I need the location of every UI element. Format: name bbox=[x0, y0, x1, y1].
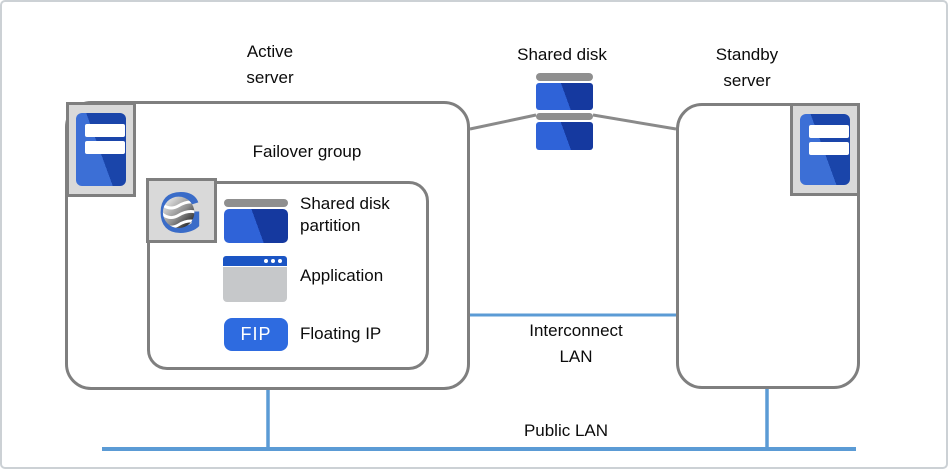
public-lan-label: Public LAN bbox=[523, 421, 609, 440]
floating-ip-label: Floating IP bbox=[300, 324, 382, 343]
server-icon bbox=[66, 102, 136, 197]
interconnect-lan-label: Interconnect LAN bbox=[529, 321, 623, 366]
disk-partition-icon bbox=[224, 199, 288, 244]
application-window-icon bbox=[223, 256, 287, 302]
application-label: Application bbox=[300, 266, 384, 285]
failover-group-label: Failover group bbox=[252, 142, 362, 161]
disk-stack-icon bbox=[536, 73, 593, 151]
fip-badge: FIP bbox=[224, 318, 288, 351]
shared-disk-partition-label: Shared disk partition bbox=[300, 194, 390, 235]
active-server-label: Active server bbox=[246, 42, 294, 87]
standby-server-label: Standby server bbox=[715, 45, 779, 90]
shared-disk-label: Shared disk bbox=[517, 45, 607, 64]
active-to-shared-disk-line bbox=[469, 113, 537, 131]
expresscluster-logo-icon: G bbox=[146, 178, 217, 243]
server-tower-icon bbox=[76, 113, 126, 186]
server-icon bbox=[790, 103, 860, 196]
server-tower-icon bbox=[800, 114, 850, 185]
shared-disk-to-standby-line bbox=[592, 113, 677, 131]
